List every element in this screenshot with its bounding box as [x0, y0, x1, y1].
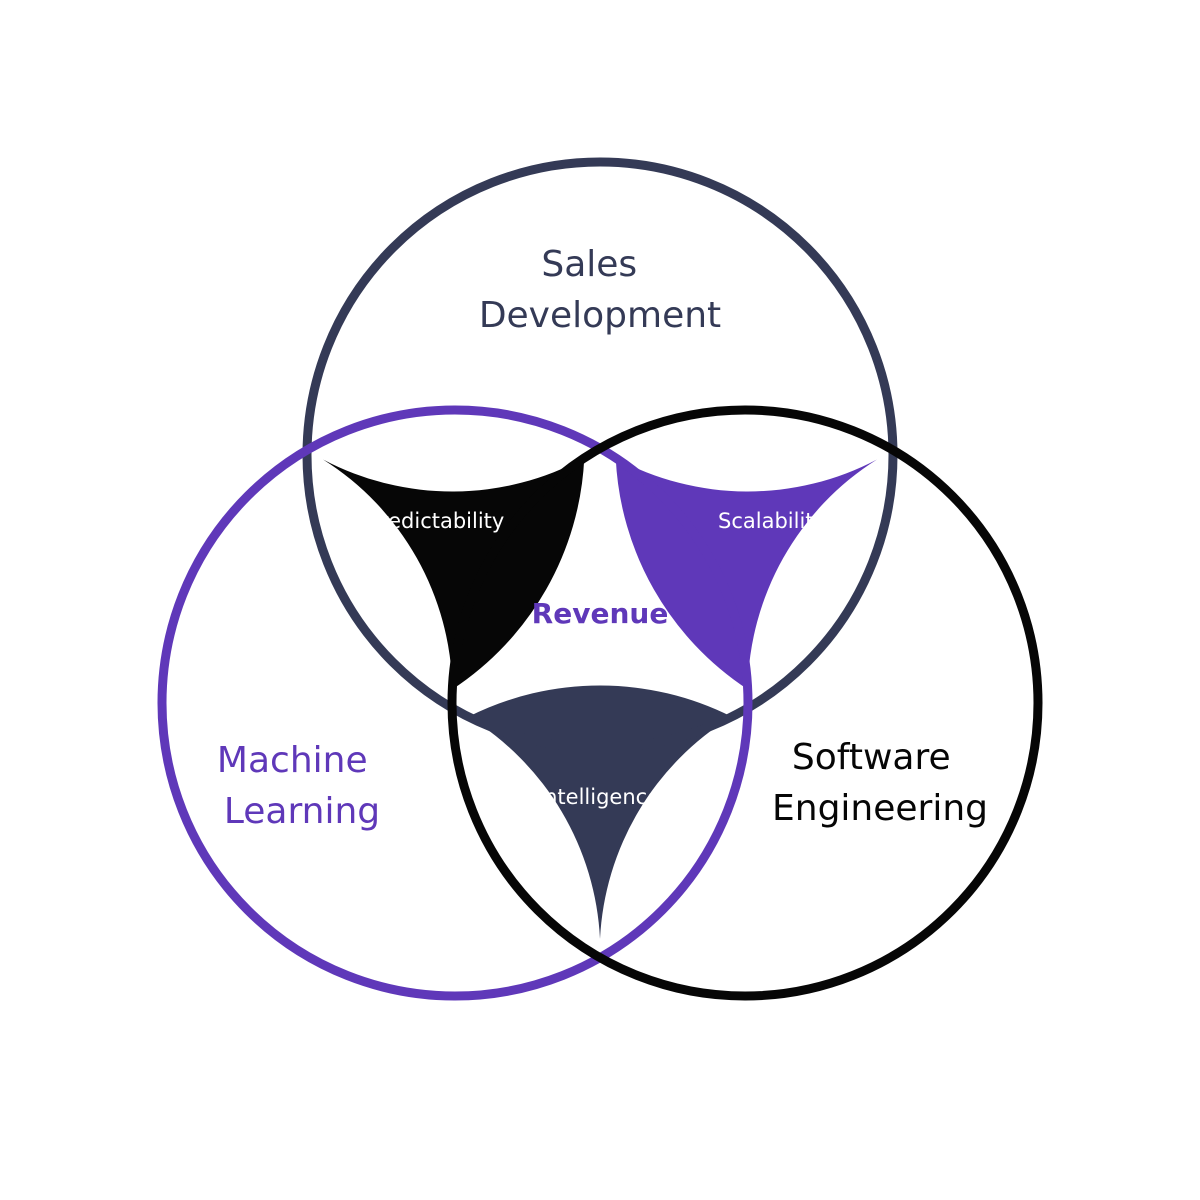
- sales-development-label: Sales Development: [479, 244, 721, 336]
- software-engineering-circle: [447, 405, 1043, 1001]
- ml-label-line1: Machine: [217, 740, 368, 781]
- machine-learning-label: Machine Learning: [217, 740, 380, 832]
- software-engineering-label: Software Engineering: [772, 737, 988, 829]
- intelligence-label: Intelligence: [538, 785, 660, 809]
- scalability-label: Scalability: [718, 509, 826, 533]
- predictability-label: Predictability: [368, 509, 505, 533]
- ml-label-line2: Learning: [224, 791, 380, 832]
- sales-label-line2: Development: [479, 295, 721, 336]
- machine-learning-circle: [157, 405, 753, 1001]
- se-label-line2: Engineering: [772, 788, 988, 829]
- revenue-label: Revenue: [532, 597, 669, 630]
- sales-label-line1: Sales: [541, 244, 637, 285]
- intelligence-region: [468, 685, 732, 940]
- se-label-line1: Software: [792, 737, 951, 778]
